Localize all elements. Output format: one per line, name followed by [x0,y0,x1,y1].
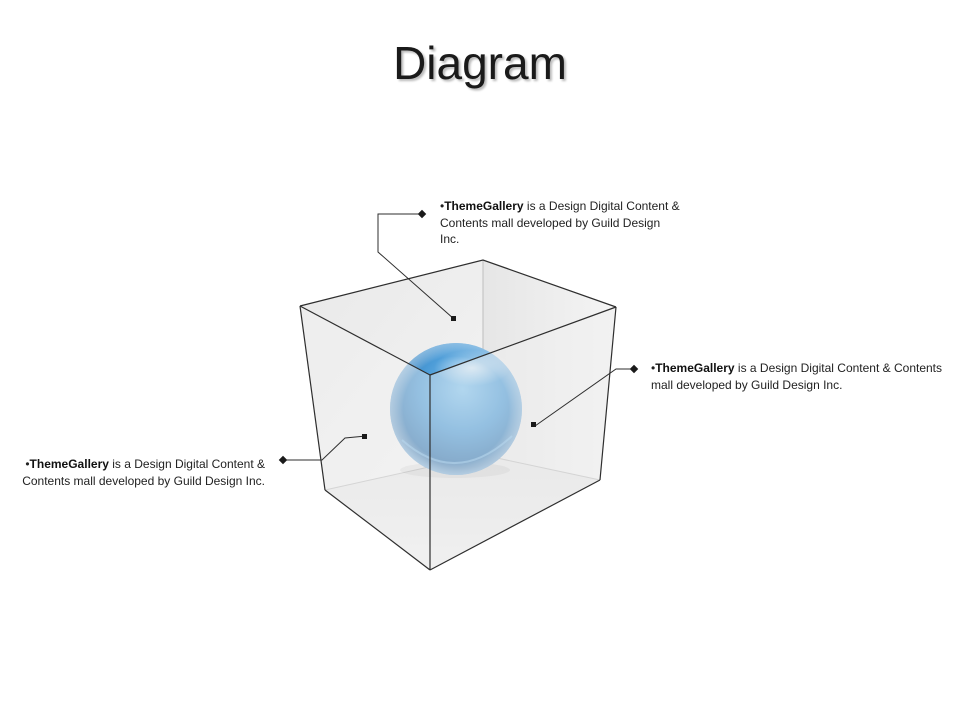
callout-left-text: •ThemeGallery is a Design Digital Conten… [20,456,265,489]
callout-bullet: • [25,457,30,471]
leader-top [377,213,455,320]
cube-front-right-face [430,307,616,570]
page-title: Diagram [393,37,567,89]
callout-body: is a Design Digital Content & Contents m… [22,457,265,488]
callout-body: is a Design Digital Content & Contents m… [440,199,680,246]
callout-top-text: •ThemeGallery is a Design Digital Conten… [440,198,680,248]
callout-brand: ThemeGallery [29,457,109,471]
leader-left-dot [362,434,367,439]
leader-right-diamond [629,364,639,374]
callout-bullet: • [651,361,656,375]
cube-floor [325,455,600,570]
callout-right-text: •ThemeGallery is a Design Digital Conten… [651,360,951,393]
cube-edges [299,259,617,571]
leader-left-diamond [278,455,288,465]
leader-right-dot [531,422,536,427]
sphere [390,343,522,478]
leader-left [283,435,367,461]
callout-body: is a Design Digital Content & Contents m… [651,361,943,392]
leader-right [534,368,634,427]
callout-brand: ThemeGallery [444,199,524,213]
callout-bullet: • [440,199,445,213]
leader-top-dot [451,316,456,321]
callout-brand: ThemeGallery [655,361,735,375]
leader-top-diamond [417,209,427,219]
